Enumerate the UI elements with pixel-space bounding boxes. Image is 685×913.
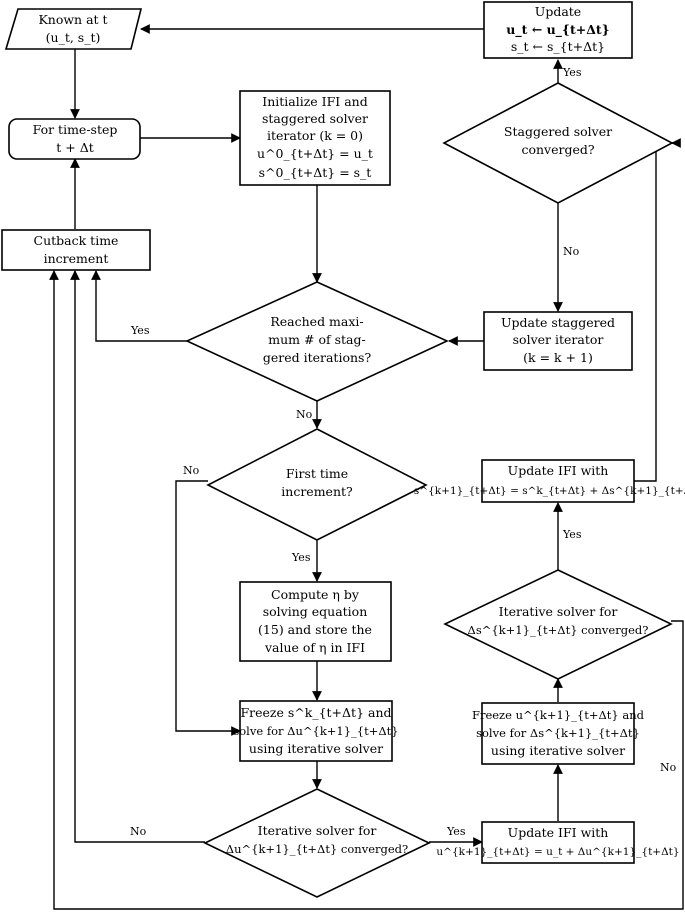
update-ifi-u-line-2: u^{k+1}_{t+Δt} = u_t + Δu^{k+1}_{t+Δt} [436,846,679,858]
init-line-3: iterator (k = 0) [267,128,363,143]
edge-iteruconverged-no [70,270,205,843]
staggered-converged-line-2: converged? [521,142,594,157]
known-line-1: Known at t [38,12,107,27]
update-staggered-line-1: Update staggered [501,315,615,330]
edge-reachedmax-yes-to-cutback [91,270,187,342]
cutback-line-1: Cutback time [34,233,119,248]
node-freeze-u: Freeze u^{k+1}_{t+Δt} and solve for Δs^{… [472,702,645,765]
init-line-2: staggered solver [262,111,368,126]
label-no-reachedmax: No [296,408,313,421]
node-iter-u-converged: Iterative solver for Δu^{k+1}_{t+Δt} con… [203,788,431,898]
iter-s-converged-line-1: Iterative solver for [499,604,618,619]
freeze-s-line-2: solve for Δu^{k+1}_{t+Δt} [233,724,398,738]
node-first-increment: First time increment? [206,428,428,541]
label-no-iters-loop: No [660,761,677,774]
update-ifi-s-line-1: Update IFI with [508,463,609,478]
label-yes-reachedmax: Yes [130,324,150,337]
edges [49,24,684,910]
compute-eta-line-2: solving equation [263,604,368,619]
update-line-2: s_t ← s_{t+Δt} [511,39,605,54]
freeze-u-line-2: solve for Δs^{k+1}_{t+Δt} [476,726,640,740]
update-staggered-line-2: solver iterator [513,332,604,347]
node-reached-max: Reached maxi- mum # of stag- gered itera… [185,281,449,402]
compute-eta-line-1: Compute η by [271,587,360,602]
edge-updateifis-to-staggeredconverged [634,142,673,482]
label-yes-firstincrement: Yes [291,551,311,564]
freeze-u-line-3: using iterative solver [491,743,625,758]
label-no-iteru: No [130,825,147,838]
node-for-timestep: For time-step t + Δt [8,118,141,160]
node-init: Initialize IFI and staggered solver iter… [239,90,391,186]
edge-labels: Yes No Yes No No Yes Yes No No Yes [130,66,677,838]
label-no-staggered: No [563,245,580,258]
label-no-firstincrement: No [183,464,200,477]
freeze-s-line-3: using iterative solver [249,741,383,756]
timestep-line-1: For time-step [33,122,118,137]
label-yes-iteru: Yes [446,825,466,838]
known-line-2: (u_t, s_t) [46,30,101,45]
reached-max-line-2: mum # of stag- [268,332,365,347]
compute-eta-line-3: (15) and store the [258,622,372,637]
node-freeze-s: Freeze s^k_{t+Δt} and solve for Δu^{k+1}… [233,700,399,762]
update-ifi-u-line-1: Update IFI with [508,825,609,840]
first-increment-line-1: First time [286,466,348,481]
node-update-ifi-u: Update IFI with u^{k+1}_{t+Δt} = u_t + Δ… [436,821,680,864]
node-known: Known at t (u_t, s_t) [4,8,143,50]
label-yes-iterates: Yes [562,528,582,541]
node-update-ifi-s: Update IFI with s^{k+1}_{t+Δt} = s^k_{t+… [414,459,685,503]
update-title: Update [535,4,581,19]
node-cutback: Cutback time increment [1,229,151,271]
iter-u-converged-line-1: Iterative solver for [258,823,377,838]
iter-s-converged-line-2: Δs^{k+1}_{t+Δt} converged? [468,623,649,637]
node-update: Update u_t ← u_{t+Δt} s_t ← s_{t+Δt} [483,1,633,59]
update-ifi-s-line-2: s^{k+1}_{t+Δt} = s^k_{t+Δt} + Δs^{k+1}_{… [414,485,685,497]
edge-itersconverged-no [49,270,684,910]
edge-firstincrement-no [175,480,241,736]
init-line-5: s^0_{t+Δt} = s_t [259,165,372,180]
staggered-converged-line-1: Staggered solver [504,124,612,139]
reached-max-line-1: Reached maxi- [270,314,363,329]
init-line-1: Initialize IFI and [262,94,367,109]
timestep-line-2: t + Δt [56,140,94,155]
node-compute-eta: Compute η by solving equation (15) and s… [239,581,392,662]
reached-max-line-3: gered iterations? [263,350,372,365]
update-staggered-line-3: (k = k + 1) [523,350,593,365]
node-iter-s-converged: Iterative solver for Δs^{k+1}_{t+Δt} con… [443,569,673,680]
label-yes-update: Yes [562,66,582,79]
iter-u-converged-line-2: Δu^{k+1}_{t+Δt} converged? [226,842,408,856]
node-update-staggered: Update staggered solver iterator (k = k … [483,311,633,371]
compute-eta-line-4: value of η in IFI [264,640,365,655]
freeze-s-line-1: Freeze s^k_{t+Δt} and [240,705,391,720]
init-line-4: u^0_{t+Δt} = u_t [257,146,373,161]
update-line-1: u_t ← u_{t+Δt} [506,22,609,38]
first-increment-line-2: increment? [281,484,353,499]
node-staggered-converged: Staggered solver converged? [442,82,674,204]
cutback-line-2: increment [44,251,109,266]
freeze-u-line-1: Freeze u^{k+1}_{t+Δt} and [472,708,645,722]
